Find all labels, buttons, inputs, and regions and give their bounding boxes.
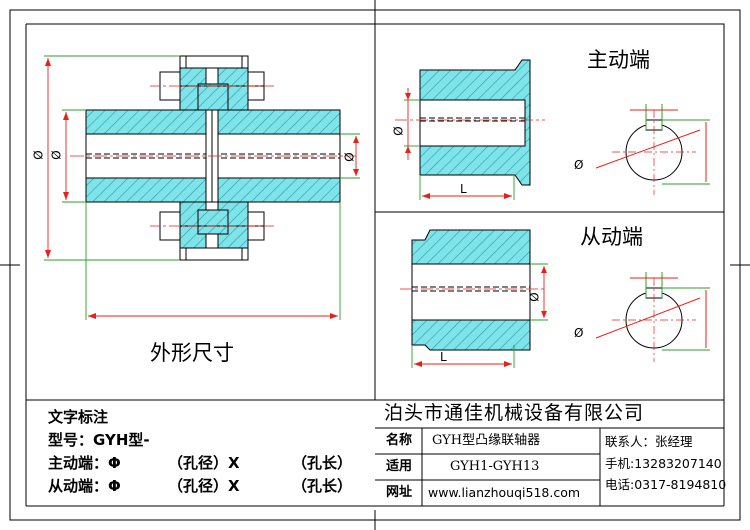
dim-outer-diameter: Ø bbox=[31, 150, 46, 160]
row-range-label: 适用 bbox=[386, 459, 413, 474]
contact-mobile: 手机:13283207140 bbox=[605, 456, 722, 471]
assembly-dimensions bbox=[44, 55, 360, 320]
driving-end-section bbox=[419, 59, 531, 186]
model-line: 型号：GYH型- bbox=[48, 431, 150, 449]
dim-driving-length: L bbox=[460, 182, 467, 196]
coupling-assembly-view bbox=[70, 55, 356, 261]
contact-person: 联系人：张经理 bbox=[605, 434, 693, 449]
driven-end-label: 从动端 bbox=[580, 225, 643, 249]
contact-phone: 电话:0317-8194810 bbox=[605, 477, 727, 492]
company-name: 泊头市通佳机械设备有限公司 bbox=[384, 402, 645, 424]
drive-end-line-label: 主动端：Φ bbox=[48, 454, 121, 472]
driving-end-label: 主动端 bbox=[587, 48, 650, 72]
dim-driven-circle-diameter: Ø bbox=[574, 326, 584, 340]
driven-end-length: （孔长） bbox=[292, 477, 353, 495]
drive-end-bore: （孔径）X bbox=[168, 454, 240, 472]
driven-end-bore-circle bbox=[595, 272, 710, 362]
driven-end-section bbox=[411, 229, 531, 351]
dim-driving-circle-diameter: Ø bbox=[574, 158, 584, 172]
outline-dimensions-label: 外形尺寸 bbox=[150, 341, 234, 365]
dim-hub-diameter: Ø bbox=[49, 150, 64, 160]
dim-driven-length: L bbox=[440, 350, 447, 364]
dim-bore-diameter: Ø bbox=[342, 152, 357, 162]
driven-end-line-label: 从动端：Φ bbox=[48, 477, 121, 495]
driving-end-bore-circle bbox=[595, 104, 710, 195]
row-name-value: GYH型凸缘联轴器 bbox=[432, 433, 541, 448]
title-block-grid bbox=[375, 427, 724, 506]
annotation-heading: 文字标注 bbox=[48, 408, 109, 426]
dim-driven-bore: Ø bbox=[527, 292, 542, 302]
row-website-value[interactable]: www.lianzhouqi518.com bbox=[428, 485, 581, 500]
driving-end-dimensions bbox=[395, 88, 545, 200]
driven-end-bore: （孔径）X bbox=[168, 477, 240, 495]
drive-end-length: （孔长） bbox=[292, 454, 353, 472]
driven-end-dimensions bbox=[400, 263, 548, 368]
row-range-value: GYH1-GYH13 bbox=[450, 459, 540, 474]
row-name-label: 名称 bbox=[386, 433, 413, 448]
dim-driving-bore: Ø bbox=[391, 126, 406, 136]
row-website-label: 网址 bbox=[386, 485, 413, 500]
